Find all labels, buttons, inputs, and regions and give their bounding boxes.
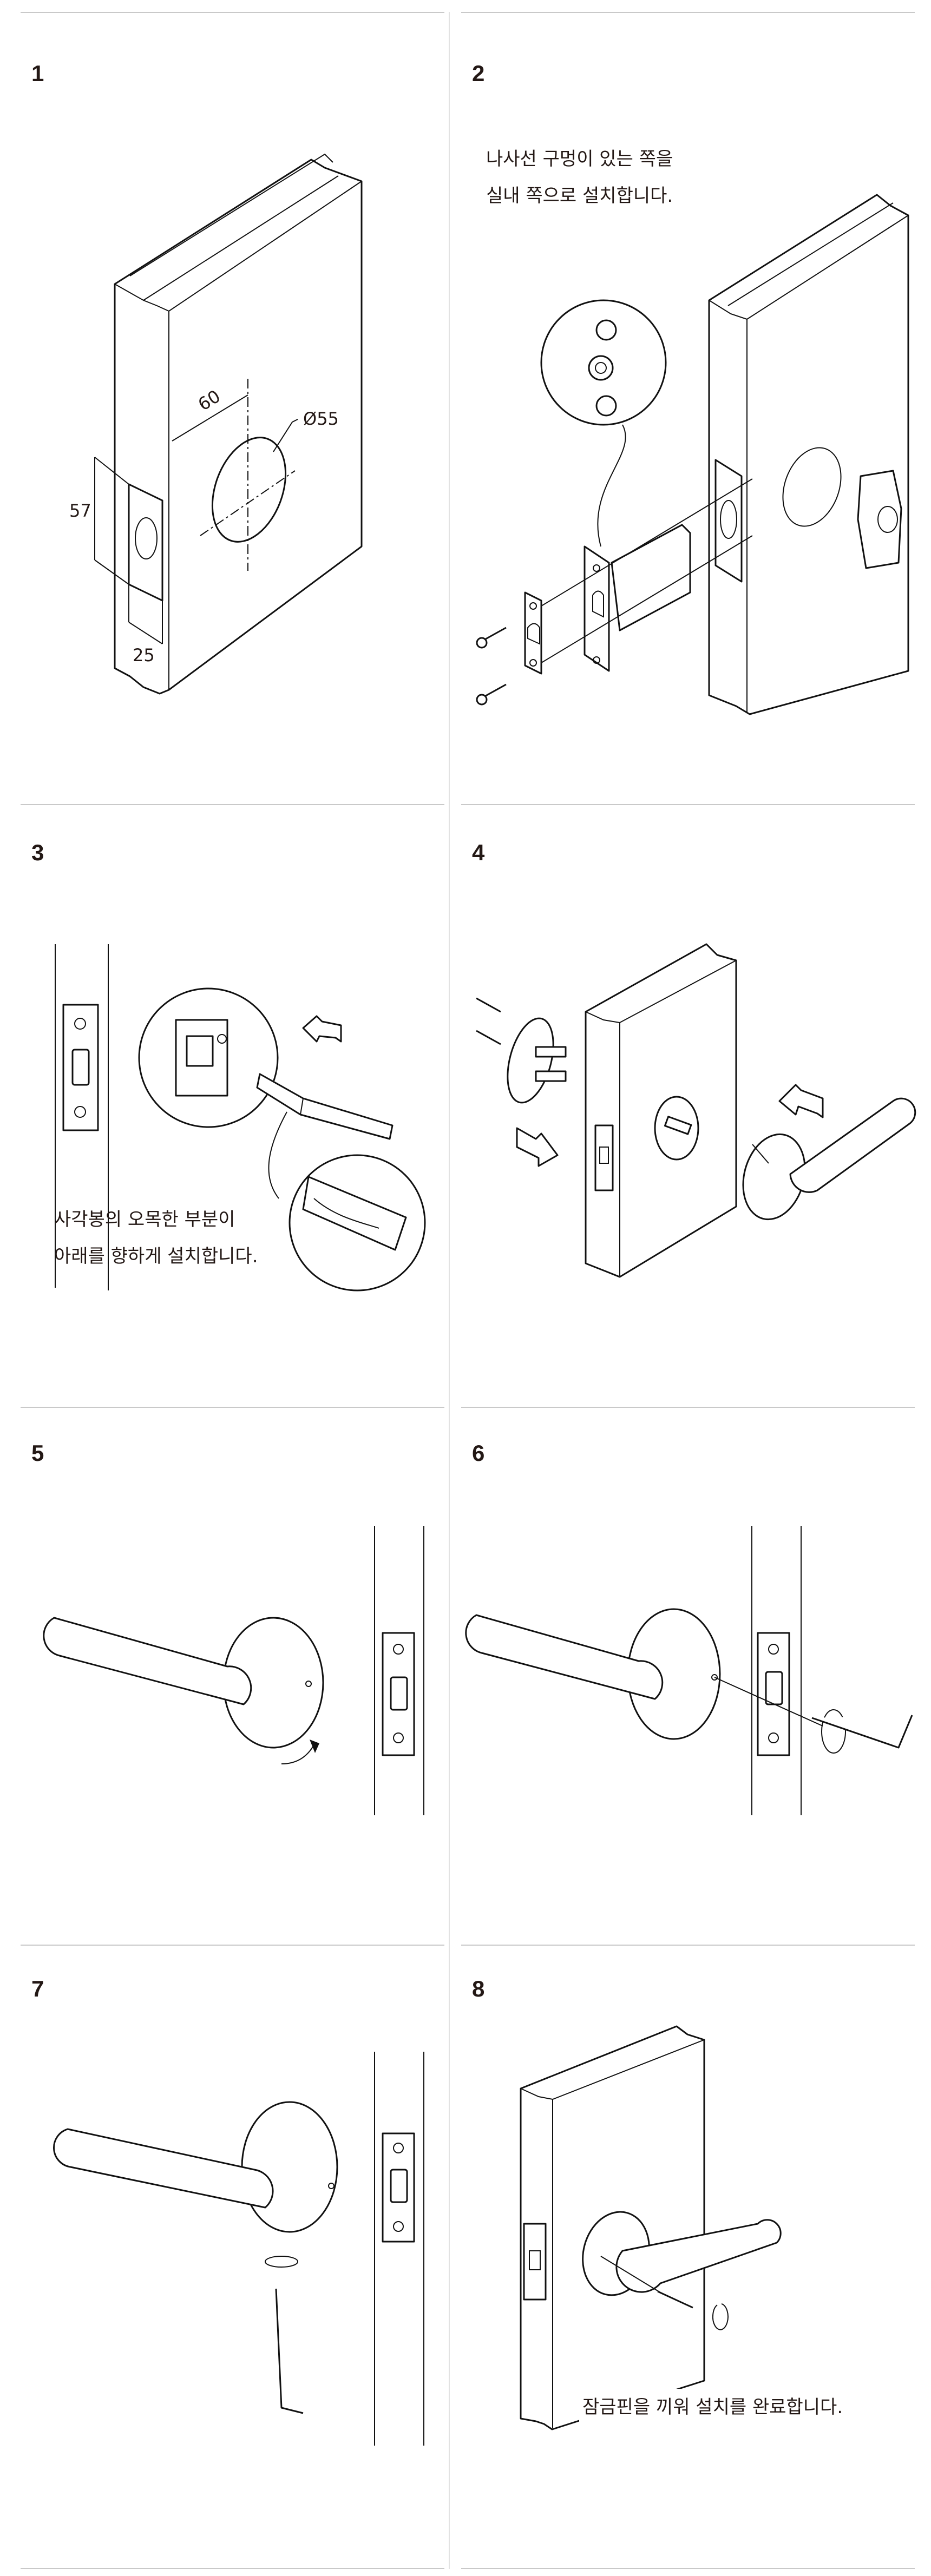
caption-line: 사각봉의 오목한 부분이 [54, 1209, 235, 1230]
latch-height-dimension: 57 [69, 500, 91, 521]
rotate-arrow-icon [265, 2256, 298, 2267]
allen-key-icon [276, 2289, 303, 2413]
screw-icon [477, 628, 506, 648]
divider [461, 1945, 915, 1946]
lever-mounting-diagram [0, 0, 931, 1407]
set-screw-diagram [0, 0, 931, 1945]
step-caption: 나사선 구멍이 있는 쪽을 실내 쪽으로 설치합니다. [486, 141, 673, 214]
step-number: 3 [31, 840, 44, 865]
caption-line: 실내 쪽으로 설치합니다. [486, 185, 673, 207]
lock-pin-icon [658, 2291, 693, 2308]
divider [21, 2568, 444, 2569]
divider [21, 804, 444, 805]
inside-lever-diagram [0, 0, 449, 1945]
divider [461, 2568, 915, 2569]
column-divider [449, 12, 450, 2569]
divider [21, 12, 444, 13]
step-number: 4 [472, 840, 485, 865]
divider [21, 1945, 444, 1946]
latch-installation-diagram [0, 0, 931, 804]
caption-line: 아래를 향하게 설치합니다. [54, 1246, 258, 1267]
caption-line: 잠금핀을 끼워 설치를 완료합니다. [582, 2396, 843, 2418]
lock-pin-hole-diagram [0, 0, 449, 2568]
step-caption: 사각봉의 오목한 부분이 아래를 향하게 설치합니다. [54, 1201, 258, 1275]
door-drilling-diagram: 60 Ø55 57 25 [69, 0, 449, 804]
divider [461, 804, 915, 805]
step-number: 2 [472, 61, 485, 86]
arrow-icon [517, 1128, 558, 1166]
caption-line: 나사선 구멍이 있는 쪽을 [486, 148, 673, 170]
step-caption: 잠금핀을 끼워 설치를 완료합니다. [579, 2389, 847, 2426]
screw-icon [477, 684, 506, 704]
hole-diameter-dimension: Ø55 [303, 409, 339, 429]
arrow-icon [779, 1085, 823, 1117]
latch-width-dimension: 25 [133, 645, 155, 666]
allen-key-icon [812, 1715, 912, 1748]
spindle-orientation-diagram [0, 0, 449, 1407]
step-number: 6 [472, 1440, 485, 1466]
divider [461, 1407, 915, 1408]
arrow-icon [303, 1016, 341, 1042]
step-number: 8 [472, 1976, 485, 2001]
step-number: 7 [31, 1976, 44, 2001]
rotate-arrow-icon [713, 2304, 728, 2330]
step-number: 1 [31, 61, 44, 86]
divider [21, 1407, 444, 1408]
step-number: 5 [31, 1440, 44, 1466]
rotate-arrow-icon [281, 1745, 314, 1764]
divider [461, 12, 915, 13]
